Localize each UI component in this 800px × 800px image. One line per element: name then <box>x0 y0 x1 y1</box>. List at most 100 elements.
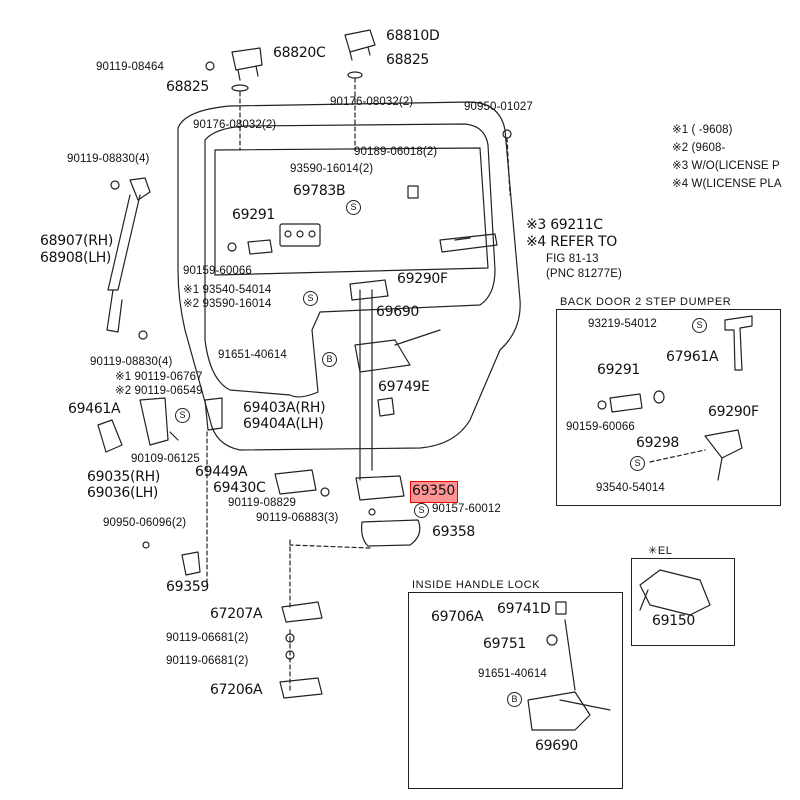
part-label: 90157-60012 <box>432 503 501 515</box>
part-label: 69404A(LH) <box>243 416 324 432</box>
lock-69350 <box>355 475 405 501</box>
symbol-b: B <box>322 352 337 367</box>
part-label: 69751 <box>483 636 527 652</box>
part-label: 69290F <box>708 404 759 420</box>
symbol-b: B <box>507 692 522 707</box>
garnish-69358 <box>361 519 421 547</box>
lock-rod <box>359 289 373 481</box>
part-label: 90159-60066 <box>183 265 252 277</box>
symbol-s: S <box>346 200 361 215</box>
outside-handle <box>439 233 498 253</box>
part-label: 90119-06681(2) <box>166 632 249 644</box>
part-label: 91651-40614 <box>478 668 547 680</box>
part-label: 69783B <box>293 183 346 199</box>
el-panel <box>631 558 735 646</box>
dumper-damper <box>609 393 643 413</box>
part-label: FIG 81-13 <box>546 253 599 265</box>
symbol-s: S <box>175 408 190 423</box>
part-label: 68908(LH) <box>40 250 112 266</box>
part-label: ※2 90119-06549 <box>115 385 203 397</box>
bracket-69461a <box>139 397 169 446</box>
back-door-inner <box>204 123 496 398</box>
el-panel-title: ✳EL <box>646 544 675 557</box>
highlight-69350 <box>410 481 458 503</box>
part-69359 <box>181 551 201 576</box>
part-label: 69461A <box>68 401 121 417</box>
part-label: 90109-06125 <box>131 453 200 465</box>
symbol-s: S <box>630 456 645 471</box>
part-label: 69403A(RH) <box>243 400 326 416</box>
part-label: 93540-54014 <box>596 482 665 494</box>
part-label: 69358 <box>432 524 476 540</box>
part-label-highlighted: 69350 <box>412 483 456 499</box>
part-label: 90119-08830(4) <box>67 153 150 165</box>
part-label: 91651-40614 <box>218 349 287 361</box>
part-label: 90950-01027 <box>464 101 533 113</box>
inside-handle-panel <box>408 592 623 789</box>
hinge-68810d <box>344 29 376 61</box>
part-label: 90189-06018(2) <box>354 146 438 158</box>
inside-handle-panel-title: INSIDE HANDLE LOCK <box>410 579 543 591</box>
part-label: 69690 <box>535 738 579 754</box>
part-label: 90119-06681(2) <box>166 655 249 667</box>
gas-strut <box>106 177 151 333</box>
symbol-s: S <box>303 291 318 306</box>
part-label: 90119-08829 <box>228 497 297 509</box>
part-label: 90176-08032(2) <box>193 119 277 131</box>
striker-67207a <box>281 601 323 623</box>
part-label: 90119-08830(4) <box>90 356 173 368</box>
el-lock-69150 <box>639 569 711 616</box>
note-1: ※1 ( -9608) <box>672 124 733 136</box>
part-label: 90176-08032(2) <box>330 96 414 108</box>
part-label: 93590-16014(2) <box>290 163 374 175</box>
part-label: ※3 69211C <box>526 217 603 233</box>
part-label: 69291 <box>232 207 276 223</box>
dumper-arm <box>704 429 743 481</box>
part-label: 69290F <box>397 271 448 287</box>
part-label: 69430C <box>213 480 266 496</box>
latch-69430c <box>274 469 317 495</box>
part-label: 67961A <box>666 349 719 365</box>
back-door-outline <box>177 101 521 451</box>
symbol-s: S <box>414 503 429 518</box>
part-label: 90159-60066 <box>566 421 635 433</box>
part-label: 69706A <box>431 609 484 625</box>
part-label: 68907(RH) <box>40 233 114 249</box>
part-label: 68825 <box>166 79 210 95</box>
part-label: 69359 <box>166 579 210 595</box>
dumper-panel <box>556 309 781 506</box>
part-label: 69035(RH) <box>87 469 161 485</box>
part-label: 69150 <box>652 613 696 629</box>
part-label: 69291 <box>597 362 641 378</box>
part-label: 90119-06883(3) <box>256 512 339 524</box>
inside-lock-69690 <box>527 691 611 731</box>
part-label: 69298 <box>636 435 680 451</box>
part-label: ※1 93540-54014 <box>183 284 272 296</box>
part-label: 68810D <box>386 28 440 44</box>
part-label: ※4 REFER TO <box>526 234 618 250</box>
bracket-69035 <box>97 419 123 453</box>
symbol-s: S <box>692 318 707 333</box>
dumper-panel-title: BACK DOOR 2 STEP DUMPER <box>558 296 734 308</box>
part-label: 67206A <box>210 682 263 698</box>
part-label: 69036(LH) <box>87 485 159 501</box>
part-label: 68825 <box>386 52 430 68</box>
part-label: 69690 <box>376 304 420 320</box>
part-label: 68820C <box>273 45 326 61</box>
part-label: 69449A <box>195 464 248 480</box>
note-2: ※2 (9608- <box>672 142 726 154</box>
part-label: 67207A <box>210 606 263 622</box>
part-label: 90119-08464 <box>96 61 165 73</box>
hinge-68820c <box>231 47 263 81</box>
inside-rod <box>564 619 576 691</box>
part-label: (PNC 81277E) <box>546 268 622 280</box>
part-label: ※2 93590-16014 <box>183 298 272 310</box>
part-label: 90950-06096(2) <box>103 517 187 529</box>
dumper-bracket <box>724 315 753 371</box>
part-label: 69741D <box>497 601 551 617</box>
part-label: 93219-54012 <box>588 318 657 330</box>
note-3: ※3 W/O(LICENSE P <box>672 160 780 172</box>
striker-67206a <box>279 677 323 699</box>
